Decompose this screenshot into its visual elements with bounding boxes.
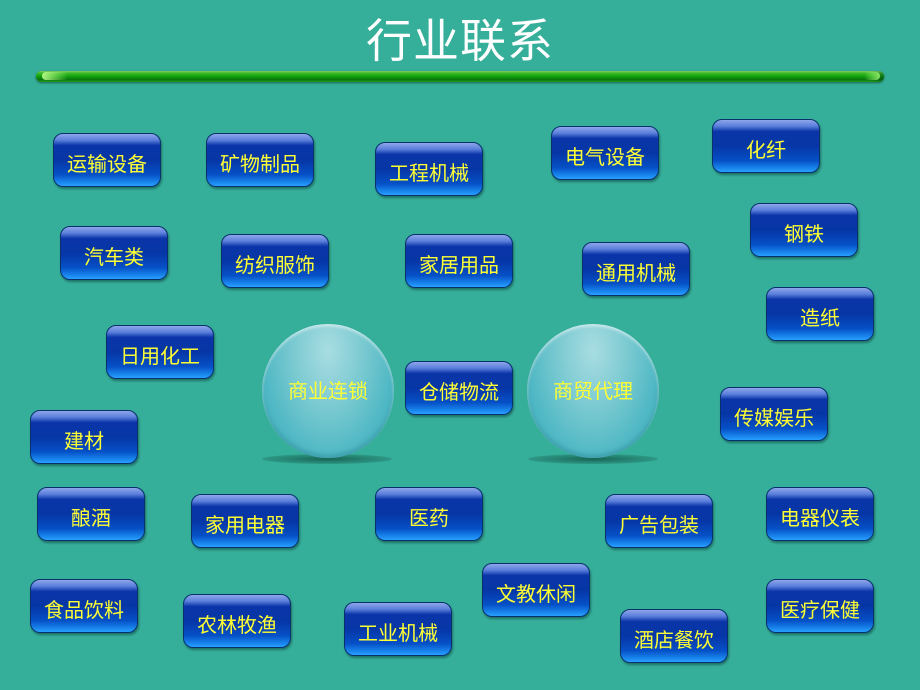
node-label: 仓储物流 [419,380,499,404]
node-mineral-products[interactable]: 矿物制品 [206,133,314,187]
node-label: 广告包装 [619,513,699,537]
node-pharmaceuticals[interactable]: 医药 [375,487,483,541]
node-warehousing-logistics[interactable]: 仓储物流 [405,361,513,415]
node-paper[interactable]: 造纸 [766,287,874,341]
node-label: 电气设备 [565,145,645,169]
node-label: 通用机械 [596,261,676,285]
node-electrical-equipment[interactable]: 电气设备 [551,126,659,180]
node-media-entertainment[interactable]: 传媒娱乐 [720,387,828,441]
node-label: 矿物制品 [220,152,300,176]
node-label: 农林牧渔 [197,613,277,637]
node-label: 医疗保健 [780,598,860,622]
hub-label: 商业连锁 [288,379,368,403]
page-title: 行业联系 [366,14,554,68]
title-underline-bar [36,71,884,82]
node-label: 工业机械 [358,621,438,645]
node-label: 纺织服饰 [235,253,315,277]
node-label: 传媒娱乐 [734,406,814,430]
hub-shadow [528,454,658,464]
node-advertising-packaging[interactable]: 广告包装 [605,494,713,548]
node-label: 建材 [64,429,104,453]
node-healthcare[interactable]: 医疗保健 [766,579,874,633]
node-brewing[interactable]: 酿酒 [37,487,145,541]
node-label: 酒店餐饮 [634,628,714,652]
hub-commercial-chain[interactable]: 商业连锁 [262,324,394,458]
node-label: 家居用品 [419,253,499,277]
node-label: 钢铁 [784,222,824,246]
node-agriculture[interactable]: 农林牧渔 [183,594,291,648]
node-label: 医药 [409,506,449,530]
node-electrical-instruments[interactable]: 电器仪表 [766,487,874,541]
node-label: 食品饮料 [44,598,124,622]
hub-shadow [262,454,392,464]
node-household-goods[interactable]: 家居用品 [405,234,513,288]
node-label: 文教休闲 [496,582,576,606]
node-label: 日用化工 [120,344,200,368]
node-home-appliances[interactable]: 家用电器 [191,494,299,548]
node-textile-apparel[interactable]: 纺织服饰 [221,234,329,288]
node-general-machinery[interactable]: 通用机械 [582,242,690,296]
node-label: 工程机械 [389,161,469,185]
node-label: 化纤 [746,138,786,162]
node-education-leisure[interactable]: 文教休闲 [482,563,590,617]
node-daily-chemicals[interactable]: 日用化工 [106,325,214,379]
node-construction-machinery[interactable]: 工程机械 [375,142,483,196]
node-label: 电器仪表 [780,506,860,530]
node-building-materials[interactable]: 建材 [30,410,138,464]
hub-trade-agency[interactable]: 商贸代理 [527,324,659,458]
node-label: 汽车类 [84,245,144,269]
node-hotel-catering[interactable]: 酒店餐饮 [620,609,728,663]
node-label: 酿酒 [71,506,111,530]
node-industrial-machinery[interactable]: 工业机械 [344,602,452,656]
node-automobile[interactable]: 汽车类 [60,226,168,280]
node-transport-equipment[interactable]: 运输设备 [53,133,161,187]
node-label: 家用电器 [205,513,285,537]
node-steel[interactable]: 钢铁 [750,203,858,257]
node-label: 运输设备 [67,152,147,176]
node-label: 造纸 [800,306,840,330]
hub-label: 商贸代理 [553,379,633,403]
node-food-beverage[interactable]: 食品饮料 [30,579,138,633]
node-chemical-fiber[interactable]: 化纤 [712,119,820,173]
